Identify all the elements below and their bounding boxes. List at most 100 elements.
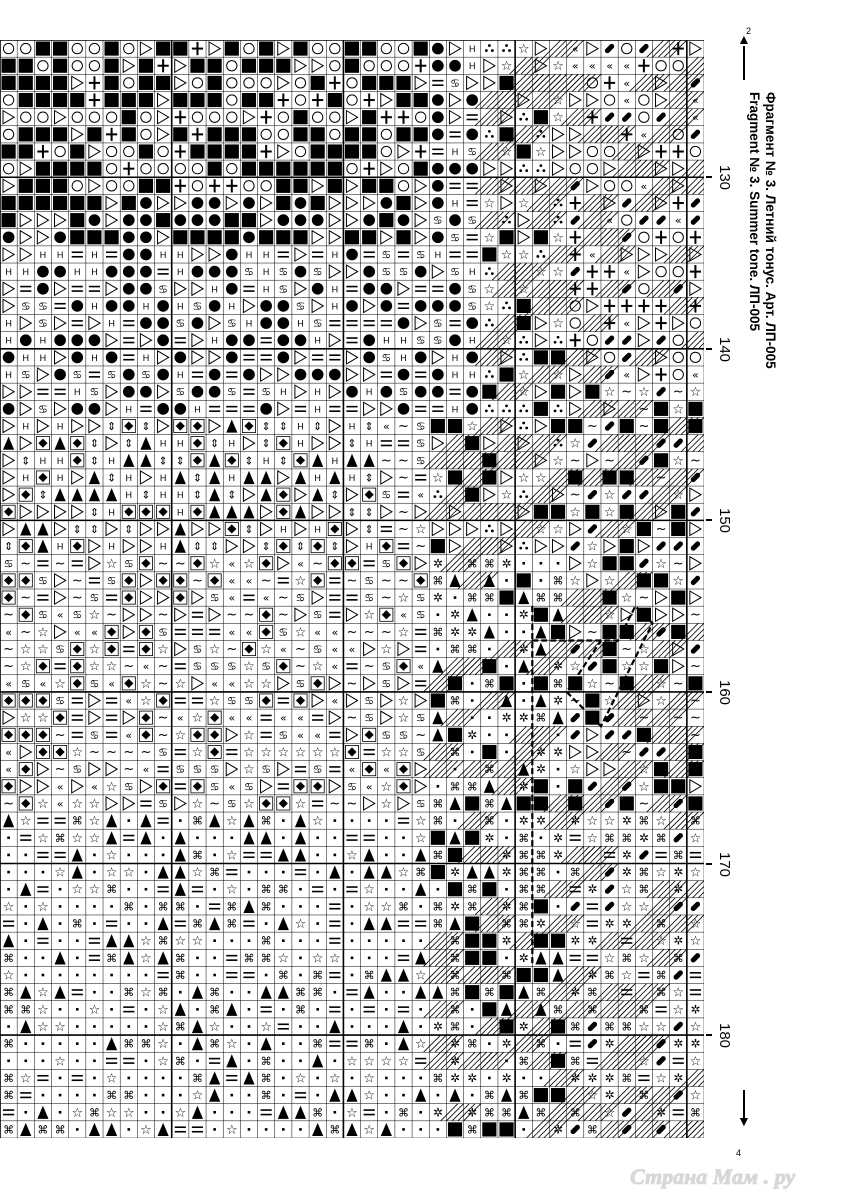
stitch-double-arrow: ⇕ — [193, 471, 202, 484]
stitch-cancer-sign: ♋ — [55, 643, 65, 656]
stitch-bar — [106, 1057, 118, 1064]
stitch-filled-square — [568, 418, 583, 434]
stitch-spark: ⌘ — [621, 832, 632, 845]
stitch-diamond-in-square — [259, 624, 274, 639]
svg-text:♋: ♋ — [55, 695, 65, 708]
stitch-three-dots — [536, 250, 546, 258]
stitch-filled-square — [224, 144, 239, 159]
stitch-filled-square — [276, 178, 291, 193]
stitch-double-arrow: ⇕ — [279, 454, 288, 467]
stitch-cancer-sign: ♋ — [244, 780, 254, 793]
stitch-dot — [93, 973, 96, 977]
stitch-cross — [603, 299, 616, 313]
stitch-triangle — [157, 349, 170, 365]
stitch-dot — [282, 1093, 285, 1097]
stitch-filled-square — [499, 1019, 514, 1034]
stitch-bar — [621, 937, 633, 944]
stitch-hatch — [629, 914, 670, 933]
stitch-hatch — [560, 74, 602, 92]
stitch-dot — [316, 939, 319, 943]
stitch-dot — [230, 1025, 234, 1028]
stitch-circle — [672, 265, 684, 278]
svg-text:♋: ♋ — [381, 557, 391, 570]
stitch-diamond-in-square — [70, 642, 85, 657]
svg-text:H: H — [194, 404, 201, 414]
stitch-dot — [488, 1076, 491, 1080]
stitch-fan: « — [125, 695, 132, 708]
stitch-triangle — [586, 298, 599, 314]
stitch-cross — [226, 179, 238, 193]
svg-text:☆: ☆ — [690, 385, 702, 400]
stitch-star: ☆ — [690, 1020, 702, 1035]
gridlines — [0, 40, 704, 1138]
stitch-bar — [294, 1092, 307, 1099]
stitch-dot — [470, 1008, 474, 1011]
svg-text:H: H — [246, 250, 253, 260]
stitch-h-letter: H — [40, 250, 47, 260]
stitch-filled-square — [327, 178, 342, 193]
stitch-bar — [346, 886, 358, 893]
svg-text:«: « — [297, 557, 304, 570]
stitch-triangle — [139, 590, 153, 606]
svg-text:☆: ☆ — [621, 591, 633, 606]
stitch-spark: ⌘ — [484, 815, 495, 828]
svg-text:«: « — [211, 677, 218, 690]
stitch-capsule — [604, 798, 615, 809]
stitch-triangle — [54, 349, 67, 365]
stitch-triangle — [551, 487, 565, 503]
stitch-cancer-sign: ♋ — [227, 386, 237, 399]
svg-text:⇕: ⇕ — [279, 454, 288, 467]
stitch-star: ☆ — [552, 317, 564, 332]
stitch-h-letter: H — [40, 456, 47, 466]
stitch-dot — [127, 819, 131, 822]
stitch-cross — [586, 282, 598, 296]
stitch-star: ☆ — [672, 488, 684, 503]
stitch-h-letter: H — [211, 336, 218, 346]
stitch-capsule — [656, 438, 666, 448]
stitch-triangle — [500, 109, 514, 125]
stitch-fan: « — [641, 128, 648, 141]
svg-text:♋: ♋ — [364, 592, 374, 605]
svg-text:~: ~ — [3, 608, 14, 623]
svg-text:«: « — [623, 266, 630, 279]
svg-text:☆: ☆ — [484, 196, 496, 211]
svg-text:H: H — [332, 456, 339, 466]
stitch-bar — [329, 731, 341, 738]
stitch-filled-square — [396, 92, 411, 108]
stitch-star: ☆ — [655, 694, 667, 709]
stitch-dot — [367, 956, 371, 960]
stitch-triangle — [294, 607, 308, 623]
svg-text:☆: ☆ — [89, 643, 101, 658]
stitch-star: ☆ — [89, 883, 101, 898]
stitch-filled-circle — [466, 317, 479, 329]
stitch-bar — [363, 834, 375, 841]
stitch-triangle — [603, 401, 617, 417]
stitch-h-letter: H — [349, 422, 356, 432]
stitch-filled-circle — [397, 403, 410, 415]
stitch-filled-square — [87, 195, 102, 211]
stitch-spark: ⌘ — [192, 815, 203, 828]
stitch-star: ☆ — [312, 814, 324, 829]
stitch-three-dots — [553, 215, 563, 224]
stitch-arrow-up-triangle — [346, 1122, 358, 1136]
stitch-triangle — [105, 212, 119, 228]
stitch-circle — [655, 265, 667, 278]
svg-text:«: « — [572, 60, 579, 73]
svg-text:☆: ☆ — [432, 471, 444, 486]
stitch-filled-circle — [449, 59, 461, 72]
stitch-triangle — [277, 555, 290, 571]
stitch-arrow-up-triangle — [174, 522, 186, 536]
stitch-cancer-sign: ♋ — [313, 317, 323, 330]
stitch-filled-square — [207, 230, 222, 245]
stitch-triangle — [654, 92, 668, 108]
stitch-cancer-sign: ♋ — [416, 712, 426, 725]
svg-text:H: H — [314, 473, 321, 483]
stitch-flower: ✲ — [673, 934, 683, 948]
stitch-filled-circle — [191, 385, 204, 398]
stitch-star: ☆ — [243, 557, 255, 572]
stitch-star: ☆ — [655, 1071, 667, 1086]
stitch-hatch — [680, 331, 704, 350]
stitch-star: ☆ — [174, 934, 186, 949]
svg-text:☆: ☆ — [106, 557, 118, 572]
stitch-h-letter: H — [177, 490, 184, 500]
